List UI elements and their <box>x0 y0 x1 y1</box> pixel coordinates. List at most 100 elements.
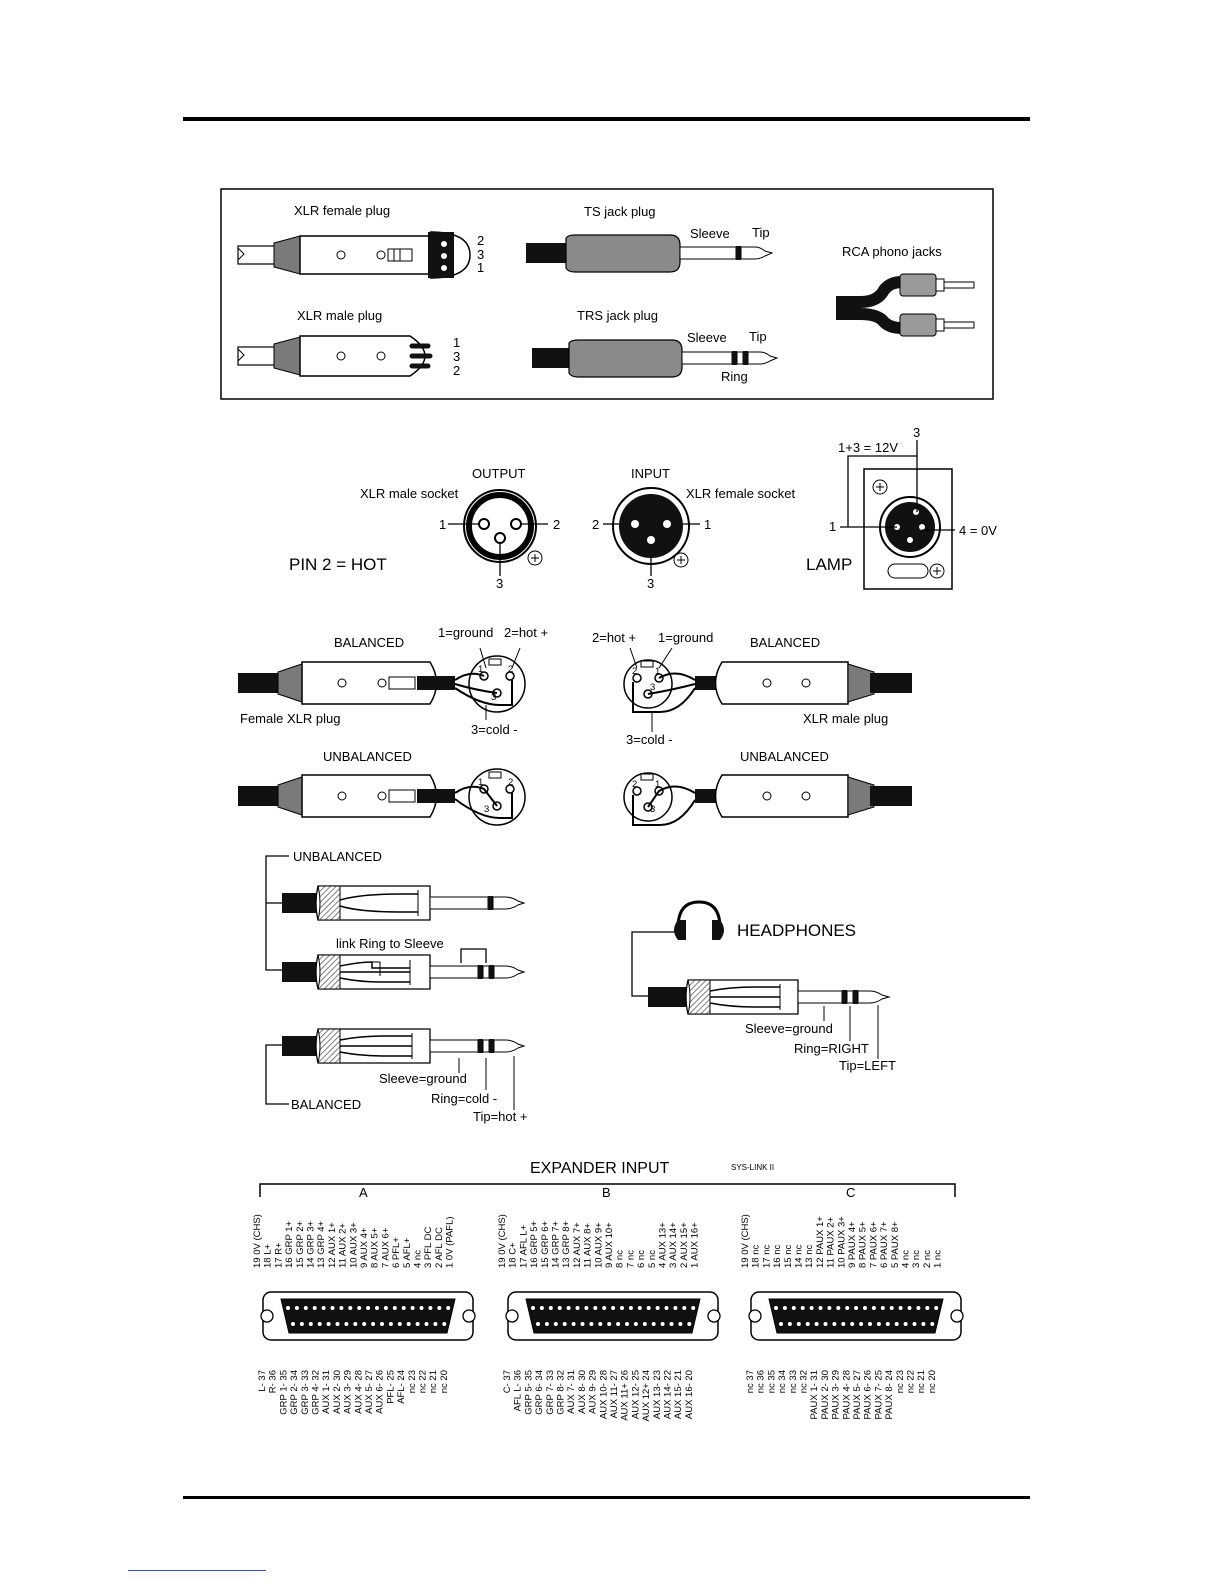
bal-left-pin-1: 1 <box>478 664 483 675</box>
pin-label-top: 15 GRP 6+ <box>540 1220 551 1268</box>
pin-label-bottom: AUX 12+ 24 <box>641 1370 652 1422</box>
pin-label-bottom: PAUX 3- 29 <box>831 1370 842 1419</box>
pin-label-top: 17 R+ <box>273 1242 284 1268</box>
ts-jack-plug-drawing <box>526 234 774 273</box>
headphones-jack-drawing <box>648 979 891 1059</box>
link-ring-label: link Ring to Sleeve <box>336 936 444 951</box>
pin-label-top: 5 nc <box>647 1250 658 1268</box>
xlr-male-pin-1: 1 <box>453 335 460 350</box>
pin-label-bottom: nc 35 <box>766 1370 777 1393</box>
pin-label-top: 7 nc <box>625 1250 636 1268</box>
expander-input-section: EXPANDER INPUT SYS-LINK II A B C 19 0V (… <box>252 1160 964 1422</box>
output-pin-2: 2 <box>553 517 560 532</box>
bal-right-pin-2: 2 <box>632 666 637 677</box>
pin-label-bottom: PAUX 4- 28 <box>841 1370 852 1419</box>
pin-label-bottom: GRP 1- 35 <box>278 1370 289 1415</box>
jack-wiring-section: UNBALANCED link Ring to Sleeve <box>265 849 896 1124</box>
pin-label-top: 14 nc <box>794 1245 805 1268</box>
pin-label-top: 7 PAUX 6+ <box>868 1221 879 1268</box>
pin-label-top: 13 nc <box>804 1245 815 1268</box>
rca-label: RCA phono jacks <box>842 244 942 259</box>
pin-label-bottom: AUX 11- 27 <box>609 1370 620 1418</box>
hp-sleeve-label: Sleeve=ground <box>745 1021 833 1036</box>
pin-label-top: 10 PAUX 3+ <box>836 1216 847 1268</box>
sleeve-ground-label: Sleeve=ground <box>379 1071 467 1086</box>
pin-label-top: 4 nc <box>901 1250 912 1268</box>
pin-label-top: 6 PAUX 7+ <box>879 1221 890 1268</box>
pin-label-top: 5 PAUX 8+ <box>890 1221 901 1268</box>
pin-label-top: 2 AUX 15+ <box>679 1222 690 1268</box>
bal-left-pin-3: 3 <box>491 692 496 703</box>
pin-label-top: 2 nc <box>922 1250 933 1268</box>
pin-label-top: 7 AUX 6+ <box>380 1227 391 1268</box>
pin-label-bottom: GRP 8- 32 <box>556 1370 567 1415</box>
pin-label-top: 12 AUX 1+ <box>327 1222 338 1268</box>
pin-label-top: 2 AFL DC <box>434 1227 445 1268</box>
lamp-pin-3: 3 <box>913 425 920 440</box>
pin-label-bottom: AUX 7- 31 <box>566 1370 577 1414</box>
pin-label-top: 12 AUX 7+ <box>572 1222 583 1268</box>
pin-label-top: 15 GRP 2+ <box>295 1220 306 1268</box>
pin2-hot-label: PIN 2 = HOT <box>289 555 387 574</box>
pin-label-bottom: PFL- 25 <box>385 1370 396 1404</box>
pin-label-top: 18 L+ <box>263 1244 274 1268</box>
pin-label-top: 16 nc <box>772 1245 783 1268</box>
pin-label-bottom: GRP 3- 33 <box>300 1370 311 1415</box>
pin-label-bottom: PAUX 8- 24 <box>884 1370 895 1419</box>
tip-hot-label: Tip=hot + <box>473 1109 527 1124</box>
xlr-male-plug-drawing <box>237 335 433 377</box>
pin-label-bottom: AUX 4- 28 <box>353 1370 364 1414</box>
bal-left-pin-2: 2 <box>508 664 513 675</box>
bal-right-pin-3: 3 <box>650 682 655 693</box>
pin-label-bottom: nc 33 <box>788 1370 799 1393</box>
pin-label-top: 1 AUX 16+ <box>690 1222 701 1268</box>
pin-label-bottom: AUX 3- 29 <box>343 1370 354 1414</box>
pin-label-top: 14 GRP 7+ <box>551 1220 562 1268</box>
pin-label-bottom: R- 36 <box>268 1370 279 1393</box>
pin-label-top: 11 AUX 8+ <box>583 1223 594 1268</box>
pin-label-bottom: nc 34 <box>777 1370 788 1393</box>
ts-tip-label: Tip <box>752 225 770 240</box>
pin-label-top: 16 GRP 1+ <box>284 1220 295 1268</box>
unbal-left-pin-3: 3 <box>484 804 489 815</box>
pin-label-bottom: AUX 12- 25 <box>630 1370 641 1419</box>
pin-label-top: 18 nc <box>751 1245 762 1268</box>
pin-label-bottom: AUX 9- 29 <box>588 1370 599 1414</box>
ground-left-label: 1=ground <box>438 625 493 640</box>
trs-tip-label: Tip <box>749 329 767 344</box>
lamp-0v-label: 4 = 0V <box>959 523 997 538</box>
pin-label-bottom: AUX 6- 26 <box>375 1370 386 1414</box>
pin-label-bottom: PAUX 5- 27 <box>852 1370 863 1419</box>
xlr-wiring-section: 1 2 3 BALANCED 1=ground 2=hot + Female X… <box>238 625 912 826</box>
trs-jack-plug-drawing <box>532 339 779 378</box>
pin-label-top: 4 nc <box>413 1250 424 1268</box>
pin-label-top: 10 AUX 9+ <box>593 1222 604 1268</box>
pin-label-top: 10 AUX 3+ <box>348 1222 359 1268</box>
ground-right-label: 1=ground <box>658 630 713 645</box>
input-pin-3: 3 <box>647 576 654 591</box>
connector-c-label: C <box>846 1185 855 1200</box>
pin-label-bottom: PAUX 7- 25 <box>873 1370 884 1419</box>
hot-left-label: 2=hot + <box>504 625 548 640</box>
pin-label-top: 16 GRP 5+ <box>529 1220 540 1268</box>
xlr-male-pin-2: 2 <box>453 363 460 378</box>
lamp-12v-label: 1+3 = 12V <box>838 440 898 455</box>
pin-label-top: 6 PFL+ <box>391 1237 402 1268</box>
xlr-female-pin-3: 3 <box>477 247 484 262</box>
pin-label-bottom: AUX 15- 21 <box>673 1370 684 1419</box>
pin-label-top: 4 AUX 13+ <box>658 1222 669 1268</box>
footer-link-underline <box>128 1570 266 1571</box>
pin-label-bottom: AUX 1- 31 <box>321 1370 332 1414</box>
pin-label-bottom: nc 20 <box>439 1370 450 1393</box>
pin-label-bottom: AFL L- 36 <box>513 1370 524 1411</box>
pin-label-top: 6 nc <box>636 1250 647 1268</box>
pin-label-bottom: GRP 4- 32 <box>311 1370 322 1415</box>
xlr-male-socket-label: XLR male socket <box>360 486 459 501</box>
header-rule <box>183 117 1030 121</box>
hot-right-label: 2=hot + <box>592 630 636 645</box>
footer-rule <box>183 1496 1030 1499</box>
sys-link-label: SYS-LINK II <box>731 1163 774 1172</box>
bal-right-pin-1: 1 <box>655 666 660 677</box>
